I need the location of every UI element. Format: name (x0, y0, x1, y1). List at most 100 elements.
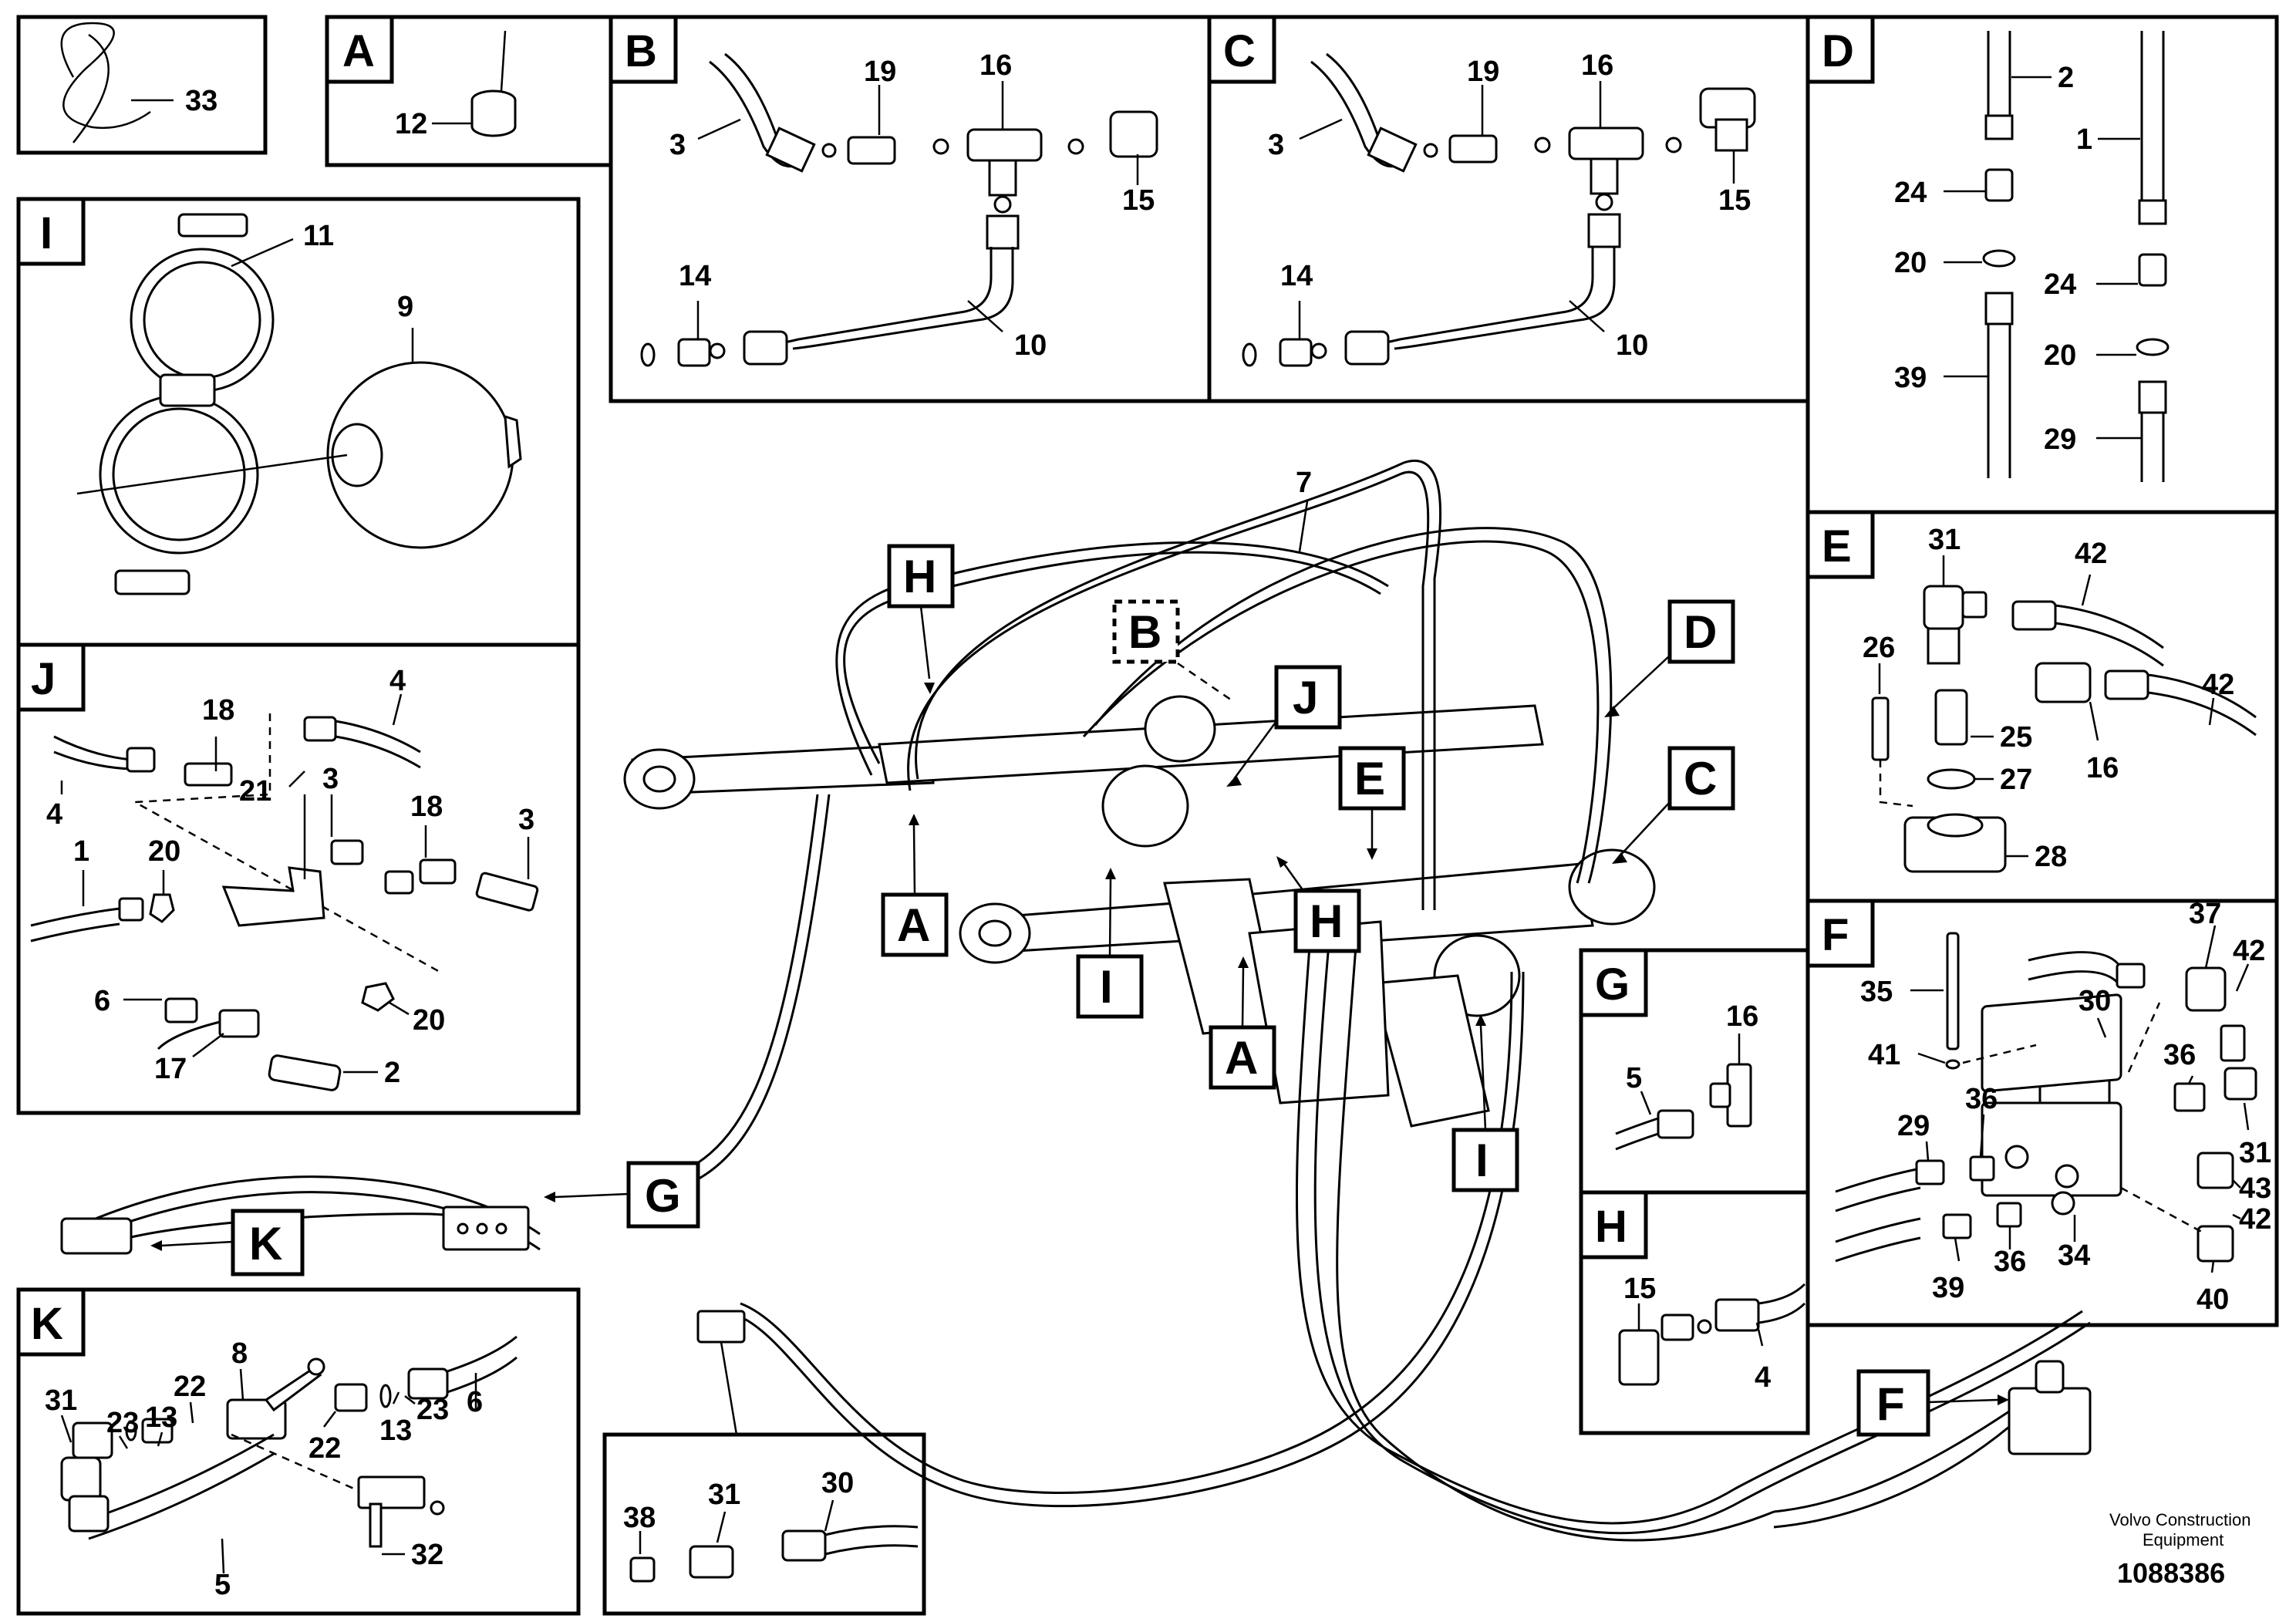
part-number-18-J-b: 18 (410, 791, 443, 823)
detail-label-H: H (1595, 1202, 1627, 1252)
part-number-9-I: 9 (397, 291, 413, 323)
part-number-19-C: 19 (1467, 56, 1499, 88)
callout-B-main: B (1112, 599, 1235, 703)
part-number-41-F: 41 (1868, 1039, 1900, 1071)
callout-bottom-fitting-pointer (720, 1341, 738, 1435)
svg-text:A: A (897, 899, 930, 951)
part-number-42-E-a: 42 (2075, 538, 2107, 570)
part-number-5-K: 5 (214, 1569, 231, 1601)
callout-K-main: K (150, 1209, 305, 1276)
part-number-39-F: 39 (1932, 1272, 1964, 1304)
part-number-14-C: 14 (1280, 260, 1313, 292)
detail-frame-I: I 11 9 (16, 197, 581, 647)
part-number-20-D-a: 20 (1894, 247, 1927, 279)
part-number-18-J-a: 18 (202, 694, 234, 727)
callout-A-left: A (881, 814, 949, 957)
part-number-27-E: 27 (2000, 764, 2032, 796)
svg-text:H: H (903, 551, 936, 602)
svg-text:A: A (1225, 1032, 1258, 1084)
part-number-2-J: 2 (384, 1057, 400, 1089)
part-number-40-F: 40 (2197, 1283, 2229, 1316)
part-number-30-F: 30 (2079, 985, 2111, 1017)
part-number-29-D: 29 (2044, 423, 2076, 456)
part-number-25-E: 25 (2000, 721, 2032, 754)
part-number-21-J: 21 (239, 775, 271, 808)
svg-text:F: F (1876, 1378, 1905, 1430)
part-number-20-J-b: 20 (413, 1004, 445, 1037)
detail-label-B: B (625, 26, 657, 76)
svg-text:K: K (249, 1218, 282, 1270)
part-number-5-G: 5 (1626, 1062, 1642, 1094)
part-number-19-B: 19 (864, 56, 896, 88)
part-number-28-E: 28 (2035, 841, 2067, 873)
part-number-39-D: 39 (1894, 362, 1927, 394)
callout-E-main: E (1338, 746, 1406, 860)
svg-text:D: D (1684, 606, 1717, 658)
svg-text:J: J (1293, 672, 1318, 723)
svg-text:C: C (1684, 753, 1717, 804)
part-number-30-bottom: 30 (821, 1467, 854, 1499)
part-number-22-K-b: 22 (308, 1432, 341, 1465)
part-number-17-J: 17 (154, 1053, 187, 1085)
detail-label-G: G (1595, 959, 1630, 1010)
svg-text:B: B (1128, 606, 1161, 658)
part-number-4-H: 4 (1755, 1361, 1771, 1394)
detail-frame-A: A 12 (325, 15, 613, 167)
part-number-35-F: 35 (1860, 976, 1893, 1008)
part-number-7: 7 (1296, 467, 1312, 499)
part-number-14-B: 14 (679, 260, 711, 292)
detail-frame-B: B 3 19 16 15 14 10 (609, 15, 1212, 403)
part-number-3-C: 3 (1268, 129, 1284, 161)
company-name-line1: Volvo Construction (2109, 1510, 2250, 1529)
part-number-11-I: 11 (303, 220, 334, 252)
part-number-13-K-b: 13 (379, 1415, 412, 1447)
detail-frame-E: E 31 42 26 25 42 27 16 28 (1805, 510, 2279, 903)
detail-label-K: K (31, 1299, 63, 1349)
part-number-34-F: 34 (2058, 1239, 2090, 1272)
part-number-36-F-c: 36 (1994, 1246, 2026, 1278)
leader-7 (1298, 501, 1309, 552)
callout-J-main: J (1226, 665, 1342, 787)
part-number-37-F: 37 (2189, 898, 2221, 930)
part-number-8-K: 8 (231, 1337, 248, 1370)
part-number-1-J: 1 (73, 835, 89, 868)
detail-label-C: C (1223, 26, 1256, 76)
part-number-16-G: 16 (1726, 1000, 1758, 1033)
part-number-15-C: 15 (1718, 184, 1751, 217)
callout-C-main: C (1612, 746, 1735, 864)
svg-text:G: G (645, 1170, 681, 1222)
part-number-3-B: 3 (669, 129, 686, 161)
part-number-4-J-a: 4 (46, 798, 62, 831)
part-number-43-F: 43 (2239, 1172, 2271, 1205)
part-number-42-E-b: 42 (2202, 669, 2234, 701)
part-number-36-F-b: 36 (1965, 1083, 1998, 1115)
company-name-line2: Equipment (2143, 1530, 2224, 1549)
svg-text:H: H (1310, 895, 1343, 947)
part-number-31-F: 31 (2239, 1137, 2271, 1169)
svg-text:E: E (1354, 753, 1385, 804)
part-number-16-B: 16 (979, 49, 1012, 82)
part-number-1-D: 1 (2076, 123, 2092, 156)
part-number-6-J: 6 (94, 985, 110, 1017)
detail-frame-D: D 2 1 24 20 24 20 39 29 (1805, 15, 2279, 514)
part-number-3-J-b: 3 (518, 804, 534, 836)
detail-label-I: I (40, 208, 52, 258)
part-number-16-E: 16 (2086, 752, 2119, 784)
part-number-24-D-a: 24 (1894, 177, 1927, 209)
detail-label-J: J (31, 654, 56, 704)
detail-label-E: E (1822, 521, 1852, 572)
part-number-33: 33 (185, 85, 217, 117)
callout-I-left: I (1076, 868, 1144, 1019)
part-number-31-bottom: 31 (708, 1479, 740, 1511)
detail-frame-clip: 33 (16, 15, 268, 155)
svg-text:I: I (1475, 1135, 1489, 1186)
detail-frame-K: K 8 22 6 23 13 31 22 13 23 (16, 1287, 581, 1616)
callout-H-mid: H (1276, 856, 1361, 953)
detail-frame-bottom-fitting: 38 31 30 (602, 1432, 926, 1616)
callout-H-top: H (887, 544, 955, 694)
detail-frame-J: J 4 18 4 3 21 18 3 1 (16, 642, 581, 1115)
part-number-22-K-a: 22 (174, 1371, 206, 1403)
part-number-26-E: 26 (1863, 632, 1895, 664)
part-number-15-H: 15 (1623, 1273, 1656, 1305)
callout-D-main: D (1604, 599, 1735, 717)
